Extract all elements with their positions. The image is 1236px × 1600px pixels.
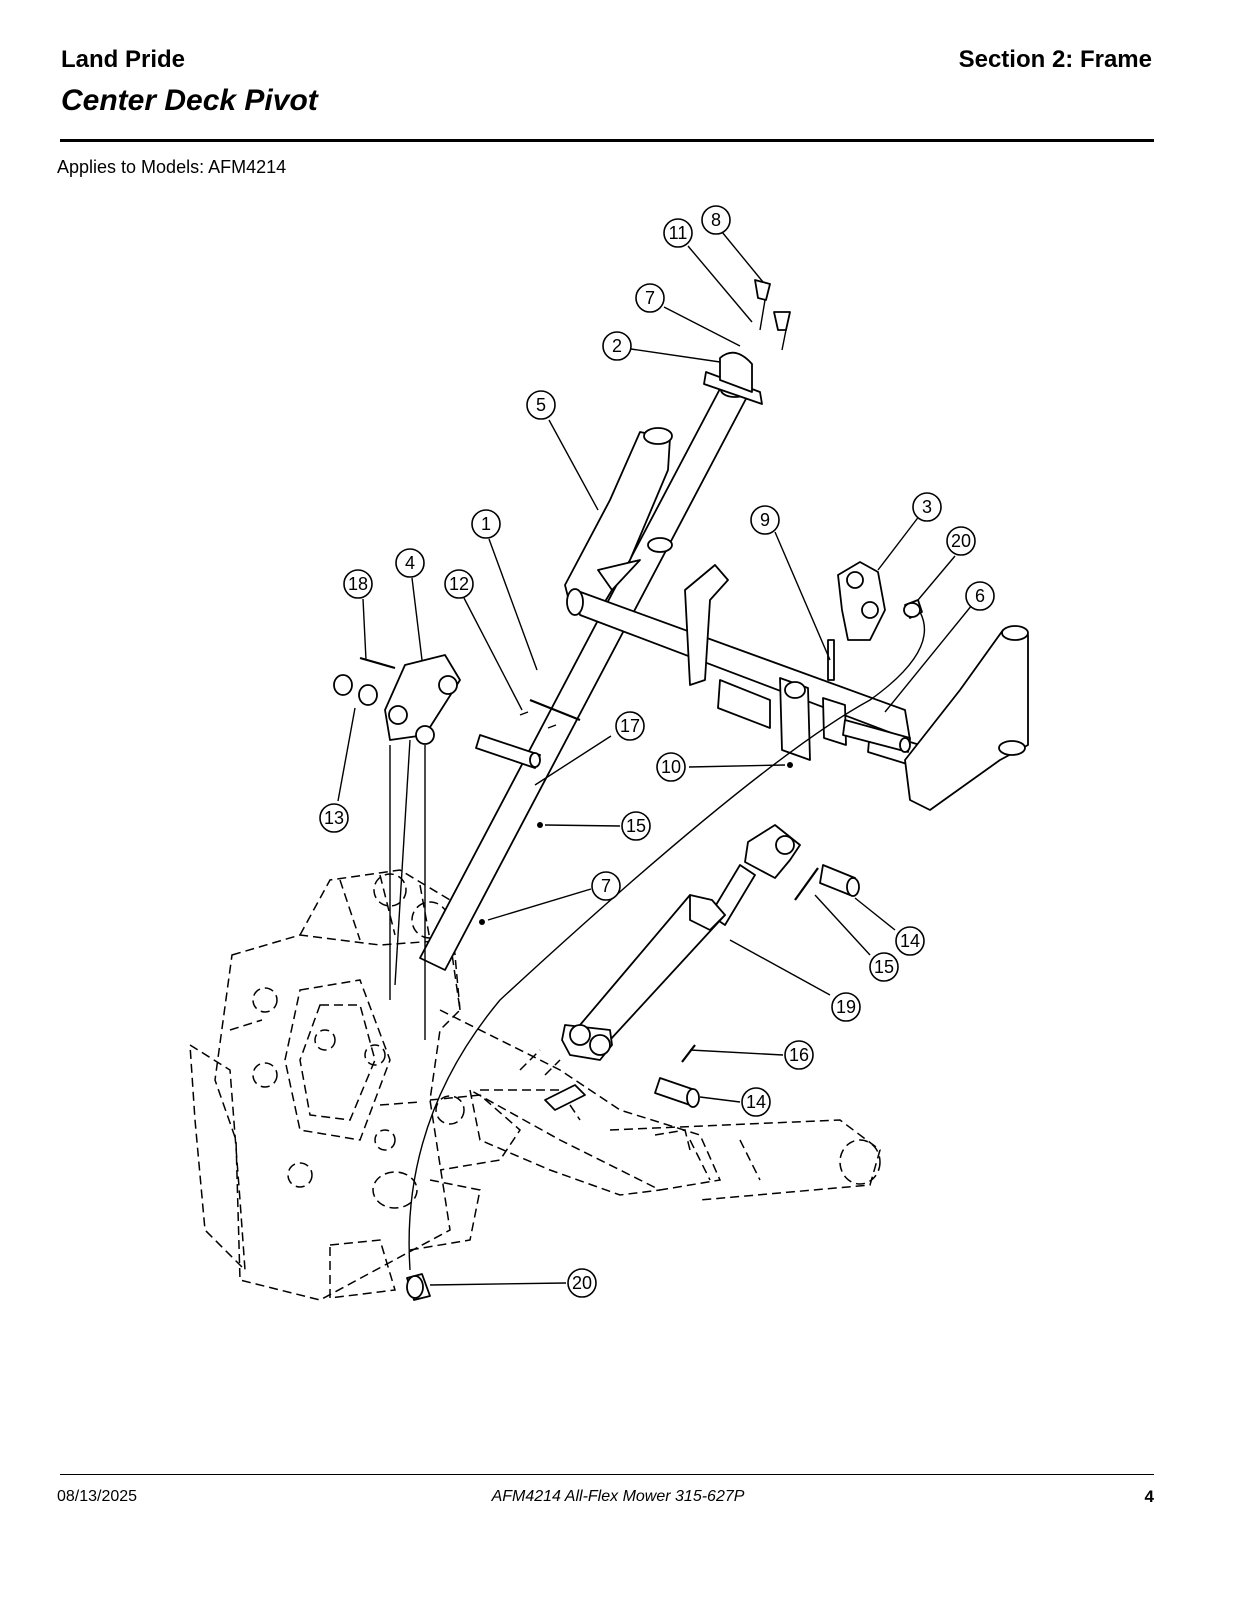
callout-4: 4 xyxy=(395,548,425,578)
callout-7b: 7 xyxy=(591,871,621,901)
pivot-clamp xyxy=(703,279,791,405)
svg-text:4: 4 xyxy=(405,553,415,573)
callout-20: 20 xyxy=(946,526,976,556)
hydraulic-cylinder xyxy=(561,824,860,1108)
footer-date: 08/13/2025 xyxy=(57,1488,138,1505)
callout-10: 10 xyxy=(656,752,686,782)
svg-text:5: 5 xyxy=(536,395,546,415)
callout-6: 6 xyxy=(965,581,995,611)
callout-1: 1 xyxy=(471,509,501,539)
svg-text:19: 19 xyxy=(836,997,856,1017)
small-hardware xyxy=(479,698,793,925)
svg-text:15: 15 xyxy=(874,957,894,977)
svg-text:8: 8 xyxy=(711,210,721,230)
brand-name: Land Pride xyxy=(61,46,186,73)
header-rule xyxy=(60,139,1154,142)
callout-9: 9 xyxy=(750,505,780,535)
right-side-plate xyxy=(842,625,1029,811)
link-arm xyxy=(408,561,925,1271)
svg-text:20: 20 xyxy=(572,1273,592,1293)
page-title: Center Deck Pivot xyxy=(61,84,318,117)
callout-15b: 15 xyxy=(869,952,899,982)
svg-text:10: 10 xyxy=(661,757,681,777)
callout-8: 8 xyxy=(701,205,731,235)
lower-bushing xyxy=(406,1273,431,1301)
svg-text:2: 2 xyxy=(612,336,622,356)
svg-text:13: 13 xyxy=(324,808,344,828)
svg-text:14: 14 xyxy=(900,931,920,951)
svg-text:20: 20 xyxy=(951,531,971,551)
footer-document: AFM4214 All-Flex Mower 315-627P xyxy=(491,1488,745,1505)
svg-text:7: 7 xyxy=(601,876,611,896)
svg-text:17: 17 xyxy=(620,716,640,736)
svg-text:6: 6 xyxy=(975,586,985,606)
leader-lines xyxy=(337,231,973,1286)
svg-text:1: 1 xyxy=(481,514,491,534)
callout-16: 16 xyxy=(784,1040,814,1070)
callout-15: 15 xyxy=(621,811,651,841)
callout-11: 11 xyxy=(663,218,693,248)
svg-text:14: 14 xyxy=(746,1092,766,1112)
callout-20b: 20 xyxy=(567,1268,597,1298)
footer-rule xyxy=(60,1474,1154,1475)
svg-text:11: 11 xyxy=(669,223,688,243)
svg-text:18: 18 xyxy=(348,574,368,594)
mower-base-frame xyxy=(189,869,881,1301)
callout-19: 19 xyxy=(831,992,861,1022)
callout-14b: 14 xyxy=(741,1087,771,1117)
callout-12: 12 xyxy=(444,569,474,599)
svg-text:3: 3 xyxy=(922,497,932,517)
callout-14: 14 xyxy=(895,926,925,956)
svg-text:7: 7 xyxy=(645,288,655,308)
pivot-frame xyxy=(564,427,921,769)
svg-text:9: 9 xyxy=(760,510,770,530)
callout-17: 17 xyxy=(615,711,645,741)
callout-2: 2 xyxy=(602,331,632,361)
left-link-assembly xyxy=(333,654,541,1040)
page-number: 4 xyxy=(1144,1487,1154,1506)
callout-3: 3 xyxy=(912,492,942,522)
callout-7: 7 xyxy=(635,283,665,313)
callout-13: 13 xyxy=(319,803,349,833)
svg-text:15: 15 xyxy=(626,816,646,836)
callout-5: 5 xyxy=(526,390,556,420)
callout-18: 18 xyxy=(343,569,373,599)
section-title: Section 2: Frame xyxy=(958,46,1152,73)
svg-text:12: 12 xyxy=(449,574,469,594)
svg-text:16: 16 xyxy=(789,1045,809,1065)
applies-to-models: Applies to Models: AFM4214 xyxy=(57,157,287,177)
